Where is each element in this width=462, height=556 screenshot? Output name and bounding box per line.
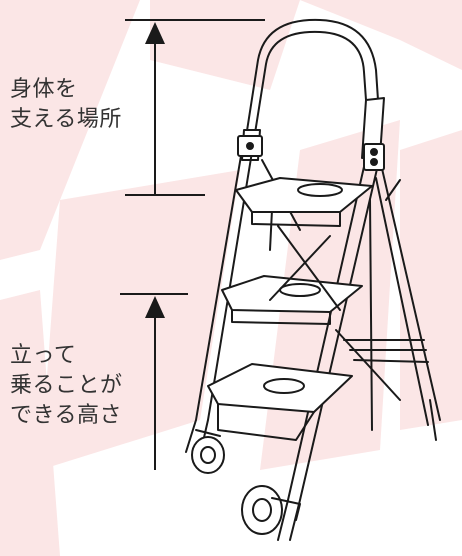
front-wheel bbox=[191, 429, 225, 474]
height-dimension-marker bbox=[120, 293, 188, 470]
standing-height-label: 立って 乗ることが できる高さ bbox=[10, 343, 123, 428]
hinge-right bbox=[363, 143, 385, 171]
support-area-label: 身体を 支える場所 bbox=[10, 77, 122, 132]
stepladder-illustration bbox=[185, 18, 441, 541]
front-left-rail bbox=[185, 149, 243, 453]
step-bottom bbox=[207, 363, 353, 413]
support-dimension-marker bbox=[125, 19, 265, 196]
handle-frame bbox=[243, 18, 379, 151]
handle-frame-inner bbox=[251, 30, 367, 153]
rear-wheel bbox=[241, 485, 301, 535]
rear-leg bbox=[379, 159, 441, 421]
front-right-rail bbox=[289, 155, 381, 541]
step-middle bbox=[221, 275, 363, 313]
